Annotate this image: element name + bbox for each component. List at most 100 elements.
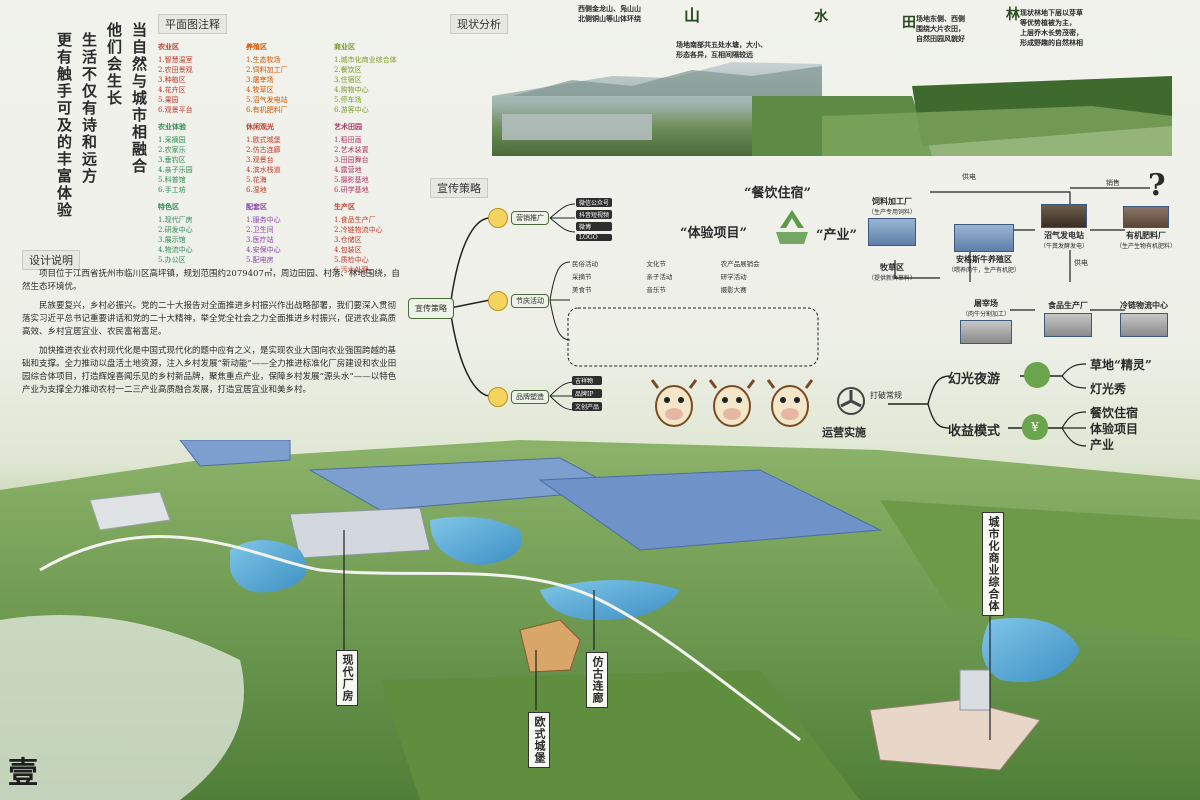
brand-item: 文创产品: [572, 402, 603, 411]
legend-column-head: 农业体验: [158, 122, 186, 131]
node-name: 牧草区: [880, 262, 904, 272]
legend-item: 6.湿地: [246, 186, 267, 194]
legend-item: 3.观景台: [246, 156, 274, 164]
legend-item: 2.研发中心: [158, 226, 193, 234]
node-biogas: 沼气发电站 （牛粪发酵发电）: [1040, 204, 1088, 250]
pond-2: [430, 516, 522, 565]
festival-item: 音乐节: [646, 286, 666, 294]
brand-item: 品牌IP: [572, 389, 603, 398]
festival-item: 采摘节: [572, 273, 592, 281]
node-note: （生产生物有机肥料）: [1116, 243, 1177, 250]
legend-item: 4.物流中心: [158, 246, 193, 254]
status-water: 场地南部共五处水塘，大小、 形态各异，互相间隔较远: [676, 40, 767, 60]
legend-item: 3.屠宰场: [246, 76, 274, 84]
legend-item: 6.有机肥料厂: [246, 106, 288, 114]
legend-item: 1.现代厂房: [158, 216, 193, 224]
mountain-text: 西侧金龙山、凫山山 北侧铜山等山体环绕: [578, 4, 641, 23]
design-description: 项目位于江西省抚州市临川区高坪镇，规划范围约2079407㎡，周边田园、村落、林…: [22, 268, 400, 403]
legend-item: 1.服务中心: [246, 216, 281, 224]
plan-farmland-east: [880, 500, 1200, 640]
map-label-complex: 城市化商业综合体: [982, 512, 1004, 616]
legend-item: 6.手工坊: [158, 186, 186, 194]
building-icon: [1044, 313, 1092, 337]
bulb-icon: [488, 387, 508, 407]
slogan-line-4: 更有触手可及的丰富体验: [55, 32, 73, 219]
map-callout-lines: [343, 530, 991, 740]
photo-water: [502, 114, 652, 140]
marketing-item: 微信公众号: [576, 198, 613, 207]
building-icon: [1041, 204, 1087, 228]
map-label-corridor: 仿古连廊: [586, 652, 608, 708]
legend-item: 6.游客中心: [334, 106, 369, 114]
legend-item: 3.种植区: [158, 76, 186, 84]
legend-item: 4.购物中心: [334, 86, 369, 94]
legend-item: 4.安保中心: [246, 246, 281, 254]
node-note: （提供新鲜草料）: [868, 275, 917, 282]
legend-item: 3.住宿区: [334, 76, 362, 84]
node-name: 安格斯牛养殖区: [956, 254, 1012, 264]
node-fertilizer: 有机肥料厂 （生产生物有机肥料）: [1116, 206, 1176, 250]
brand-item: 吉祥物: [572, 376, 603, 385]
legend-item: 2.农家乐: [158, 146, 186, 154]
promo-title: 宣传策略: [430, 178, 488, 198]
node-note: （牛粪发酵发电）: [1040, 243, 1089, 250]
pond-1: [230, 540, 307, 593]
legend-item: 1.智慧温室: [158, 56, 193, 64]
status-photo-strip: [492, 56, 1172, 166]
operation-sub2-c: 产业: [1090, 438, 1115, 452]
legend-item: 5.办公区: [158, 256, 186, 264]
festival-item: 摄影大赛: [720, 286, 747, 294]
festival-item: 研学活动: [720, 273, 747, 281]
operation-break: 打破常规: [870, 391, 902, 400]
industry-arrow-label: 供电: [962, 173, 976, 181]
legend-item: 5.科普馆: [158, 176, 186, 184]
pond-4: [982, 618, 1080, 682]
marketing-items: 微信公众号 抖音短视频 微博 LOGO: [576, 198, 613, 241]
water-glyph: 水: [814, 9, 828, 25]
fan-icon: [837, 387, 865, 415]
legend-item: 4.牧草区: [246, 86, 274, 94]
design-paragraph-3: 加快推进农业农村现代化是中国式现代化的题中应有之义，是实现农业大国向农业强国跨越…: [22, 346, 397, 395]
field-glyph: 田: [902, 15, 916, 31]
legend-item: 6.观景平台: [158, 106, 193, 114]
legend-item: 5.摄影基地: [334, 176, 369, 184]
legend-item: 2.仿古连廊: [246, 146, 281, 154]
legend-item: 6.污水处理: [334, 266, 369, 274]
cow-mascot-icon: [708, 379, 756, 427]
node-name: 有机肥料厂: [1126, 230, 1166, 240]
festival-item: 美食节: [572, 286, 592, 294]
festival-item: 文化节: [646, 260, 666, 268]
mascot-group: [650, 376, 814, 428]
industry-arrow-label: 供电: [1074, 259, 1088, 267]
node-feed-mill: 饲料加工厂 （生产专用饲料）: [868, 196, 916, 246]
buildings-west: [89, 491, 171, 531]
node-pasture: 牧草区 （提供新鲜草料）: [868, 262, 916, 282]
complex-tower: [959, 669, 991, 711]
strategy-branch-marketing: 营销推广: [488, 208, 549, 228]
legend-item: 6.研学基地: [334, 186, 369, 194]
field-text: 场地东侧、西侧 围绕大片农田， 自然田园风貌好: [916, 14, 965, 43]
festival-item: 亲子活动: [646, 273, 673, 281]
photo-mountain-ridge: [512, 66, 822, 96]
legend-item: 3.田园舞台: [334, 156, 369, 164]
legend-column-head: 特色区: [158, 202, 179, 211]
branch-label: 营销推广: [511, 211, 549, 225]
legend-item: 1.食品生产厂: [334, 216, 376, 224]
node-slaughter: 屠宰场 （肉牛分割加工）: [960, 298, 1012, 344]
building-icon: [1123, 206, 1169, 228]
operation-sub2-b: 体验项目: [1090, 422, 1139, 436]
legend-item: 5.沼气发电站: [246, 96, 288, 104]
node-cold-chain: 冷链物流中心: [1120, 300, 1168, 337]
factory-block: [289, 507, 431, 559]
forest-glyph: 林: [1006, 7, 1020, 23]
legend-item: 1.欧式城堡: [246, 136, 281, 144]
legend-item: 1.采摘园: [158, 136, 186, 144]
bulb-icon: [488, 208, 508, 228]
operation-branch-night: 幻光夜游: [948, 372, 1001, 387]
